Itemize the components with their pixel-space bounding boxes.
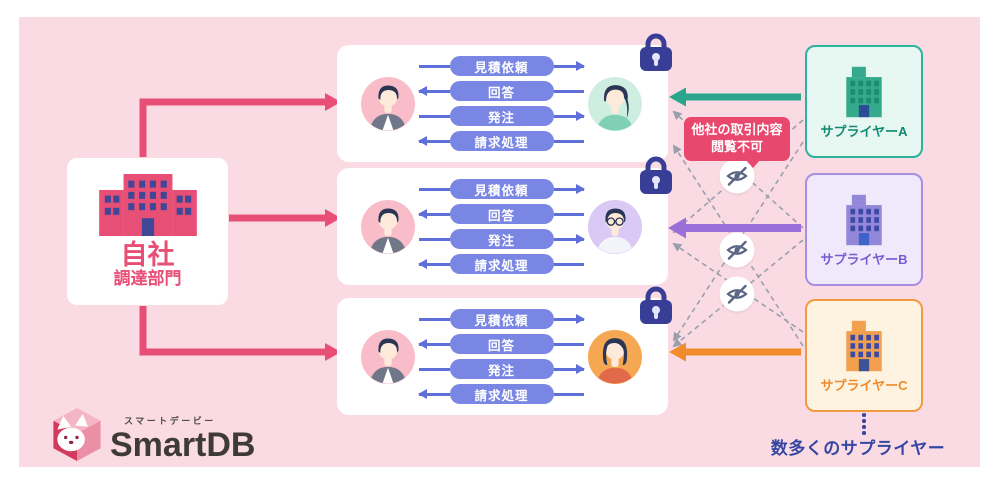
supplier-a-card: サプライヤーA — [805, 45, 923, 158]
flow-rows: 見積依頼 回答 発注 請求処理 — [419, 309, 584, 404]
ellipsis-dots — [862, 413, 866, 435]
supplier-building-icon — [836, 64, 892, 120]
company-building-icon — [96, 174, 200, 236]
supplier-a-person-avatar — [588, 77, 642, 131]
company-department: 調達部門 — [113, 268, 182, 288]
privacy-badge-line1: 他社の取引内容 — [691, 122, 783, 137]
arrow-right-icon — [553, 237, 584, 241]
supplier-b-card: サプライヤーB — [805, 173, 923, 286]
connector-line — [553, 89, 584, 93]
company-box: 自社 調達部門 — [67, 158, 228, 305]
flow-row-answer: 回答 — [419, 81, 584, 101]
connector-line — [553, 392, 584, 396]
flow-pill-answer: 回答 — [449, 81, 554, 101]
flow-pill-answer: 回答 — [449, 334, 554, 354]
more-suppliers-caption: 数多くのサプライヤー — [770, 439, 946, 458]
transaction-box-supplier-a: 見積依頼 回答 発注 請求処理 — [337, 45, 668, 162]
connector-line — [419, 317, 450, 321]
arrow-right-icon — [553, 64, 584, 68]
privacy-badge: 他社の取引内容 閲覧不可 — [684, 117, 790, 168]
flow-row-quote: 見積依頼 — [419, 179, 584, 199]
flow-pill-order: 発注 — [449, 106, 554, 126]
flow-row-order: 発注 — [419, 359, 584, 379]
smartdb-cube-icon — [53, 407, 101, 462]
eye-off-icon — [719, 232, 755, 268]
flow-row-quote: 見積依頼 — [419, 56, 584, 76]
arrow-right-icon — [553, 114, 584, 118]
smartdb-logo-text: スマートデービー SmartDB — [110, 417, 255, 464]
supplier-a-name: サプライヤーA — [820, 123, 908, 139]
flow-pill-quote-request: 見積依頼 — [449, 309, 554, 329]
connector-line — [553, 212, 584, 216]
arrow-left-icon — [419, 342, 450, 346]
flow-row-answer: 回答 — [419, 204, 584, 224]
supplier-c-card: サプライヤーC — [805, 299, 923, 412]
connector-line — [553, 139, 584, 143]
connector-line — [553, 342, 584, 346]
flow-row-answer: 回答 — [419, 334, 584, 354]
connector-line — [419, 64, 450, 68]
supplier-building-icon — [836, 318, 892, 374]
arrow-left-icon — [419, 212, 450, 216]
connector-line — [419, 367, 450, 371]
arrow-left-icon — [419, 262, 450, 266]
supplier-b-name: サプライヤーB — [820, 251, 908, 267]
flow-row-order: 発注 — [419, 106, 584, 126]
arrow-left-icon — [419, 89, 450, 93]
transaction-box-supplier-c: 見積依頼 回答 発注 請求処理 — [337, 298, 668, 415]
flow-pill-quote-request: 見積依頼 — [449, 56, 554, 76]
flow-pill-order: 発注 — [449, 229, 554, 249]
supplier-c-name: サプライヤーC — [820, 377, 908, 393]
lock-icon — [638, 284, 674, 326]
lock-icon — [638, 154, 674, 196]
flow-row-billing: 請求処理 — [419, 131, 584, 151]
buyer-avatar — [361, 200, 415, 254]
connector-line — [419, 114, 450, 118]
flow-row-billing: 請求処理 — [419, 254, 584, 274]
flow-pill-billing: 請求処理 — [449, 384, 554, 404]
smartdb-logo: スマートデービー SmartDB — [50, 407, 255, 464]
supplier-c-person-avatar — [588, 330, 642, 384]
company-name: 自社 — [120, 239, 175, 270]
transaction-box-supplier-b: 見積依頼 回答 発注 請求処理 — [337, 168, 668, 285]
flow-row-order: 発注 — [419, 229, 584, 249]
flow-pill-order: 発注 — [449, 359, 554, 379]
flow-row-quote: 見積依頼 — [419, 309, 584, 329]
arrow-right-icon — [553, 317, 584, 321]
supplier-building-icon — [836, 192, 892, 248]
supplier-b-person-avatar — [588, 200, 642, 254]
flow-pill-answer: 回答 — [449, 204, 554, 224]
blocked-line-c-to-box2 — [672, 242, 804, 333]
arrow-right-icon — [553, 187, 584, 191]
smartdb-name: SmartDB — [110, 426, 256, 464]
company-arrow-bottom — [139, 306, 325, 356]
connector-line — [419, 237, 450, 241]
eye-off-icon — [719, 276, 755, 312]
company-arrow-top — [139, 98, 325, 157]
arrow-left-icon — [419, 392, 450, 396]
connector-line — [419, 187, 450, 191]
smartdb-ruby: スマートデービー — [124, 416, 216, 426]
flow-pill-quote-request: 見積依頼 — [449, 179, 554, 199]
buyer-avatar — [361, 77, 415, 131]
flow-rows: 見積依頼 回答 発注 請求処理 — [419, 56, 584, 151]
privacy-badge-line2: 閲覧不可 — [710, 138, 763, 154]
arrow-right-icon — [553, 367, 584, 371]
lock-icon — [638, 31, 674, 73]
flow-pill-billing: 請求処理 — [449, 131, 554, 151]
flow-row-billing: 請求処理 — [419, 384, 584, 404]
buyer-avatar — [361, 330, 415, 384]
flow-rows: 見積依頼 回答 発注 請求処理 — [419, 179, 584, 274]
connector-line — [553, 262, 584, 266]
flow-pill-billing: 請求処理 — [449, 254, 554, 274]
arrow-left-icon — [419, 139, 450, 143]
